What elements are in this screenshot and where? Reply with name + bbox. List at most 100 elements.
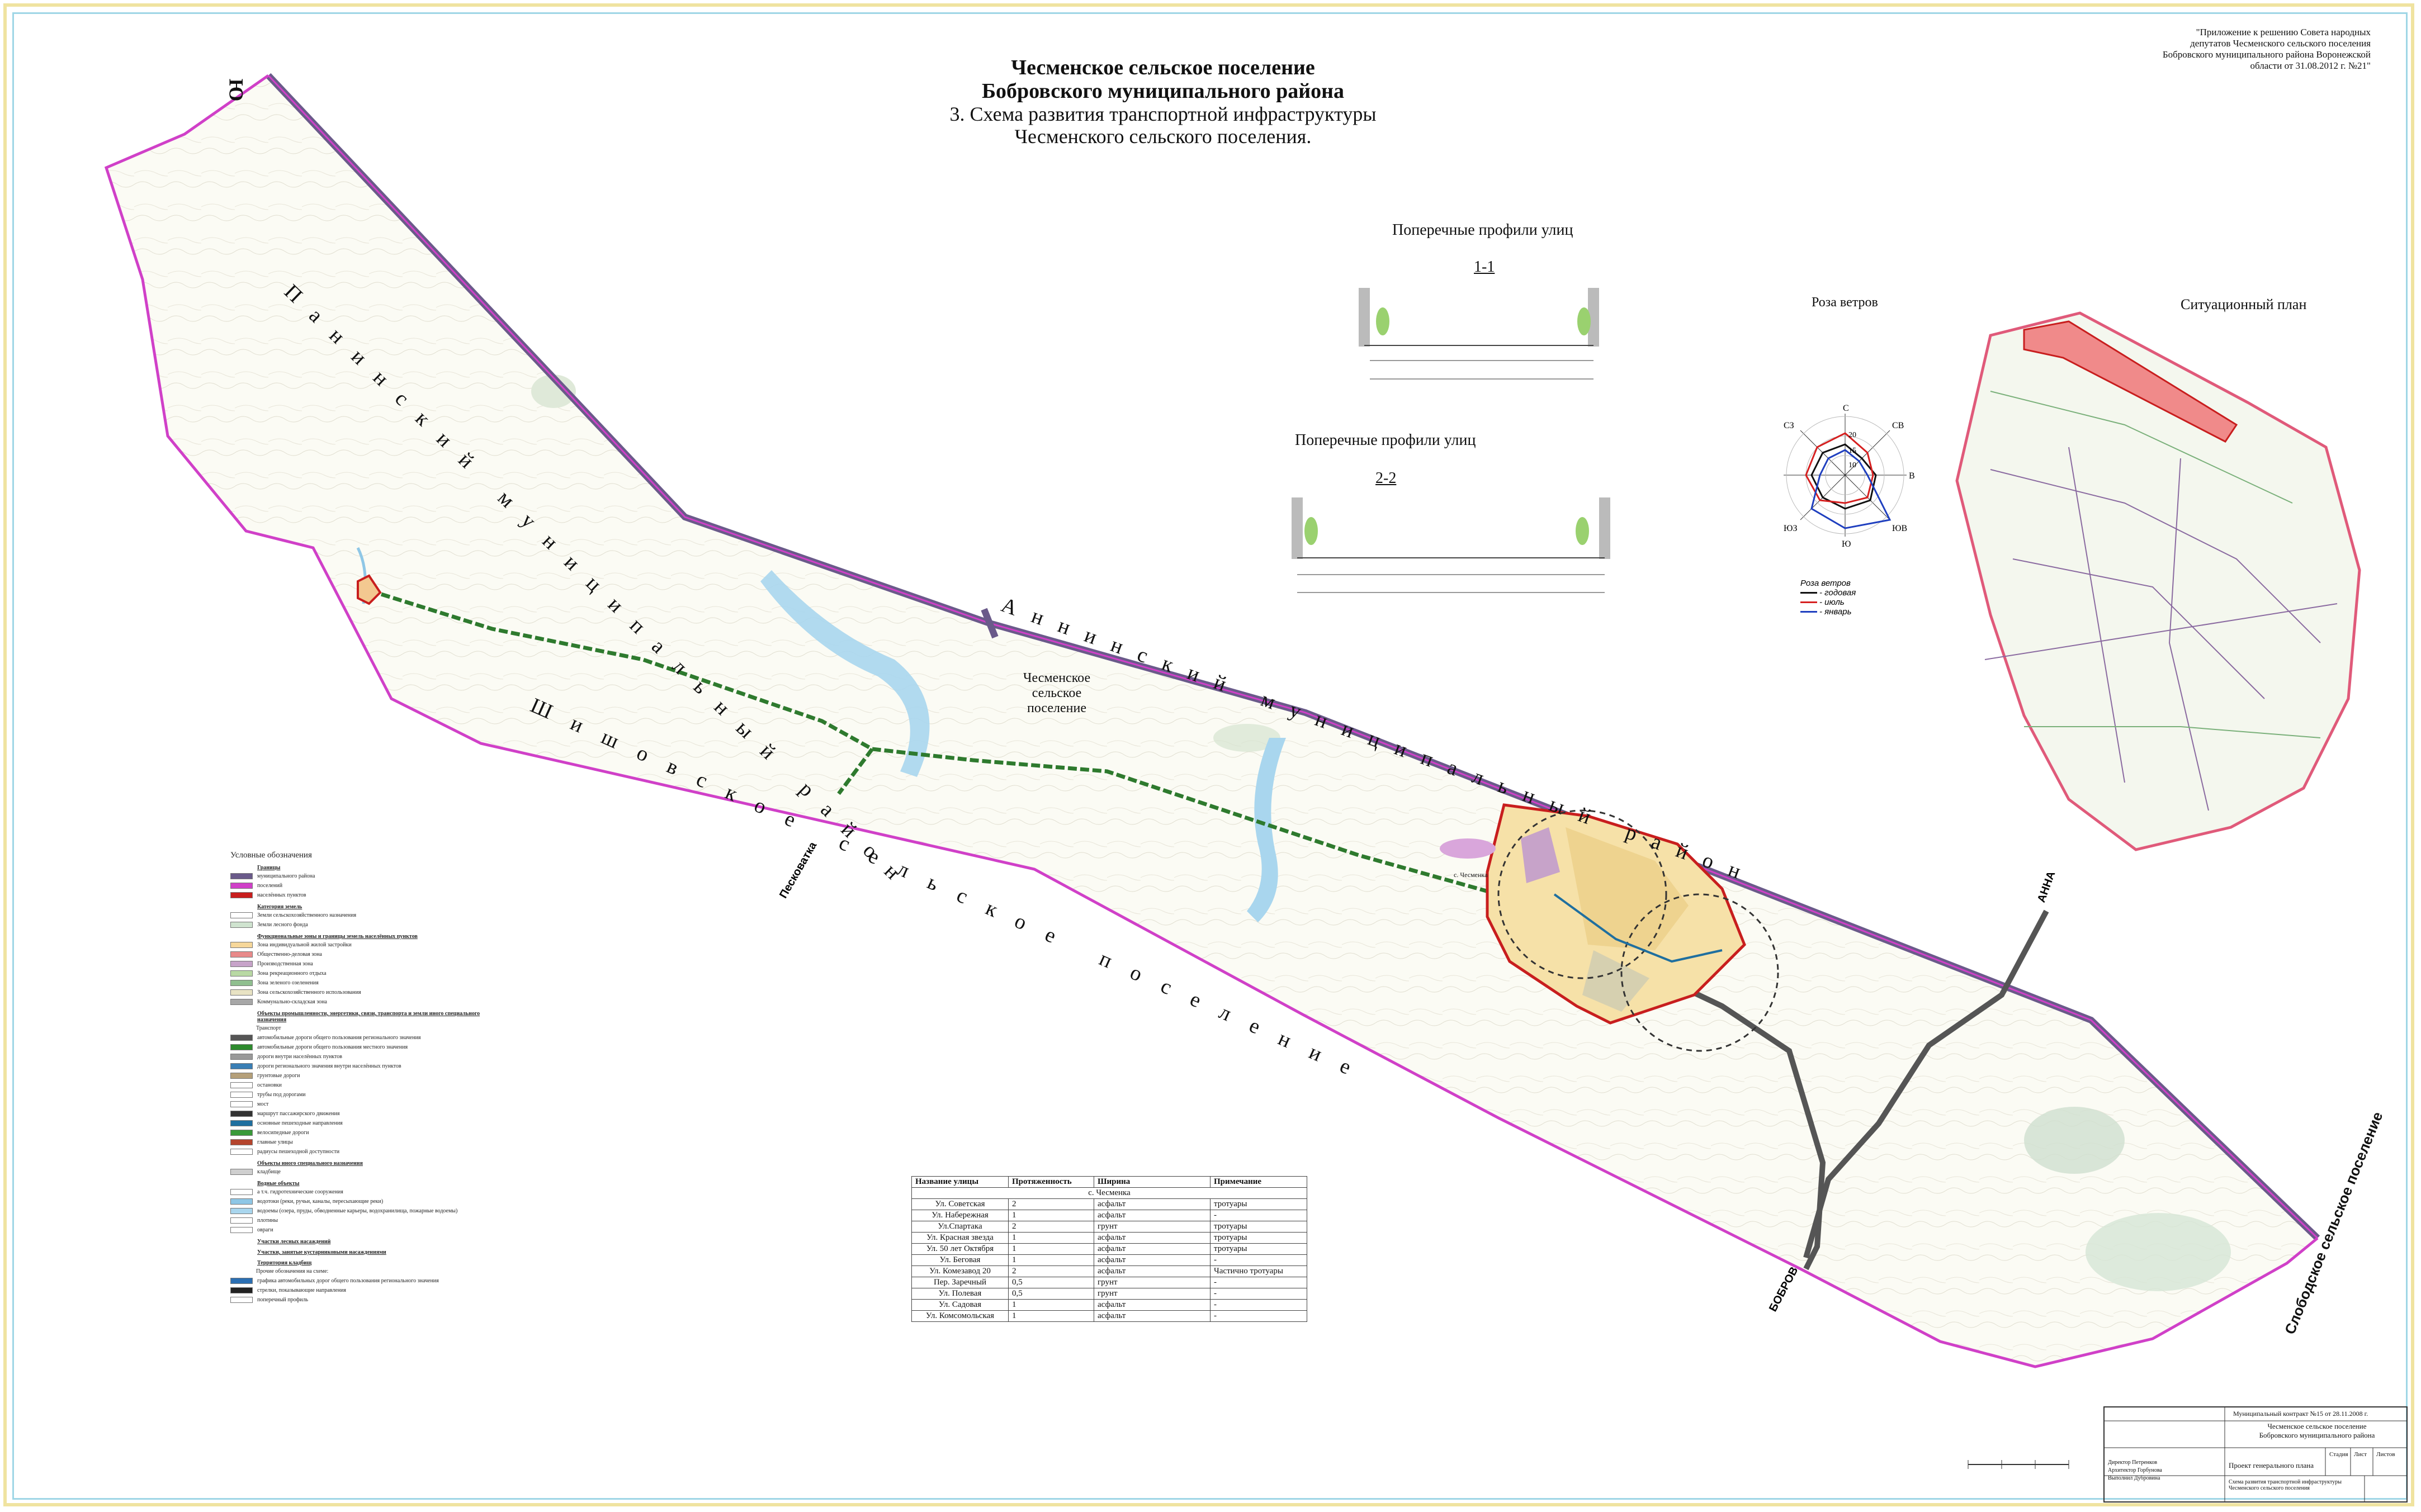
legend-label: Коммунально-складская зона (257, 999, 327, 1005)
rose-tick-10: 10 (1848, 461, 1856, 470)
legend-label: Зона сельскохозяйственного использования (257, 989, 361, 996)
legend-swatch (230, 980, 253, 986)
legend-label: Зона зеленого озеленения (257, 980, 319, 986)
stamp-desc: Схема развития транспортной инфраструкту… (2229, 1479, 2342, 1491)
table-cell: асфальт (1094, 1265, 1211, 1277)
legend-item: Транспорт (230, 1024, 488, 1032)
legend-item: Зона рекреационного отдыха (230, 969, 488, 978)
legend-swatch (230, 1208, 253, 1214)
rose-dir-n: С (1843, 404, 1849, 413)
legend-swatch (230, 1139, 253, 1145)
title-line-1: Чесменское сельское поселение (1011, 56, 1315, 79)
table-cell: асфальт (1094, 1198, 1211, 1210)
table-cell: тротуары (1210, 1221, 1307, 1233)
legend-item: остановки (230, 1081, 488, 1089)
table-cell: асфальт (1094, 1210, 1211, 1221)
legend-item: Земли сельскохозяйственного назначения (230, 911, 488, 919)
table-cell: асфальт (1094, 1243, 1211, 1255)
legend-item: автомобильные дороги общего пользования … (230, 1034, 488, 1042)
legend-swatch (230, 1169, 253, 1175)
wind-rose: С СВ В ЮВ Ю ЮЗ З СЗ 20 15 10 (1778, 404, 1915, 549)
table-cell: Ул. Садовая (911, 1299, 1009, 1311)
legend-item: графика автомобильных дорог общего польз… (230, 1277, 488, 1285)
legend-swatch (230, 1035, 253, 1041)
rose-dir-nw: СЗ (1784, 421, 1794, 430)
table-cell: асфальт (1094, 1299, 1211, 1311)
legend-label: автомобильные дороги общего пользования … (257, 1044, 408, 1050)
legend-swatch (230, 970, 253, 977)
title-line-3: 3. Схема развития транспортной инфрастру… (949, 103, 1377, 125)
legend-label: стрелки, показывающие направления (257, 1287, 346, 1293)
legend-heading: Границы (257, 865, 281, 871)
rose-dir-se: ЮВ (1892, 524, 1907, 533)
table-cell: 0,5 (1008, 1277, 1094, 1288)
title-block: Муниципальный контракт №15 от 28.11.2008… (2103, 1406, 2408, 1502)
legend-swatch (230, 942, 253, 948)
legend-item: мост (230, 1100, 488, 1108)
wind-legend-line-year (1800, 592, 1817, 594)
legend-label: а т.ч. гидротехнические сооружения (257, 1189, 343, 1195)
wind-legend-january: - январь (1819, 607, 1852, 617)
village-label: с. Чесменка (1454, 871, 1488, 879)
stamp-project: Проект генерального плана (2229, 1461, 2314, 1470)
legend-swatch (230, 999, 253, 1005)
profile-section-1: 1-1 (1474, 258, 1495, 276)
legend-swatch (230, 1269, 252, 1274)
table-cell: грунт (1094, 1288, 1211, 1300)
table-cell: асфальт (1094, 1232, 1211, 1244)
stamp-stage: Стадия (2329, 1451, 2348, 1458)
rose-dir-s: Ю (1842, 539, 1851, 549)
table-cell: асфальт (1094, 1310, 1211, 1322)
situation-plan-map (1955, 311, 2361, 851)
profile-heading-1: Поперечные профили улиц (1392, 221, 1573, 239)
legend-label: радиусы пешеходной доступности (257, 1149, 340, 1155)
rose-dir-ne: СВ (1892, 421, 1904, 430)
legend-item: водоемы (озера, пруды, обводненные карье… (230, 1207, 488, 1215)
legend-item: водотоки (реки, ручьи, каналы, пересыхаю… (230, 1197, 488, 1206)
legend-item: Зона индивидуальной жилой застройки (230, 941, 488, 949)
table-cell: асфальт (1094, 1254, 1211, 1266)
legend-item: Зона сельскохозяйственного использования (230, 988, 488, 997)
table-cell: 1 (1008, 1299, 1094, 1311)
legend-label: остановки (257, 1082, 282, 1088)
table-cell: - (1210, 1277, 1307, 1288)
legend-label: маршрут пассажирского движения (257, 1111, 340, 1117)
legend-heading: Участки лесных насаждений (257, 1239, 331, 1245)
legend-label: автомобильные дороги общего пользования … (257, 1035, 421, 1041)
legend-item: главные улицы (230, 1138, 488, 1146)
legend-item: плотины (230, 1216, 488, 1225)
legend-swatch (230, 1189, 253, 1195)
legend-swatch (230, 1026, 252, 1031)
settlement-label: Чесменское сельское поселение (1023, 671, 1091, 715)
profile-section-2: 2-2 (1375, 470, 1397, 487)
streets-table: Название улицы Протяженность Ширина Прим… (911, 1176, 1307, 1322)
wind-legend-july: - июль (1819, 598, 1845, 607)
legend-swatch (230, 1073, 253, 1079)
stamp-roles: Директор Петренков Архитектор Горбунова … (2108, 1459, 2162, 1481)
neighbor-left-label: Ю (225, 78, 248, 102)
legend-label: водотоки (реки, ручьи, каналы, пересыхаю… (257, 1198, 384, 1205)
table-cell: 1 (1008, 1310, 1094, 1322)
legend-item: дороги внутри населённых пунктов (230, 1053, 488, 1061)
col-width: Ширина (1094, 1176, 1211, 1188)
legend-label: грунтовые дороги (257, 1073, 300, 1079)
legend-label: овраги (257, 1227, 273, 1233)
legend-swatch (230, 883, 253, 889)
legend-label: Общественно-деловая зона (257, 951, 322, 958)
stamp-sheets: Листов (2376, 1451, 2395, 1458)
legend-swatch (230, 1092, 253, 1098)
legend-swatch (230, 1198, 253, 1205)
legend-swatch (230, 1149, 253, 1155)
streets-group-row: с. Чесменка (911, 1187, 1307, 1199)
wind-rose-legend: Роза ветров - годовая - июль - январь (1800, 579, 1856, 617)
legend-item: Земли лесного фонда (230, 921, 488, 929)
